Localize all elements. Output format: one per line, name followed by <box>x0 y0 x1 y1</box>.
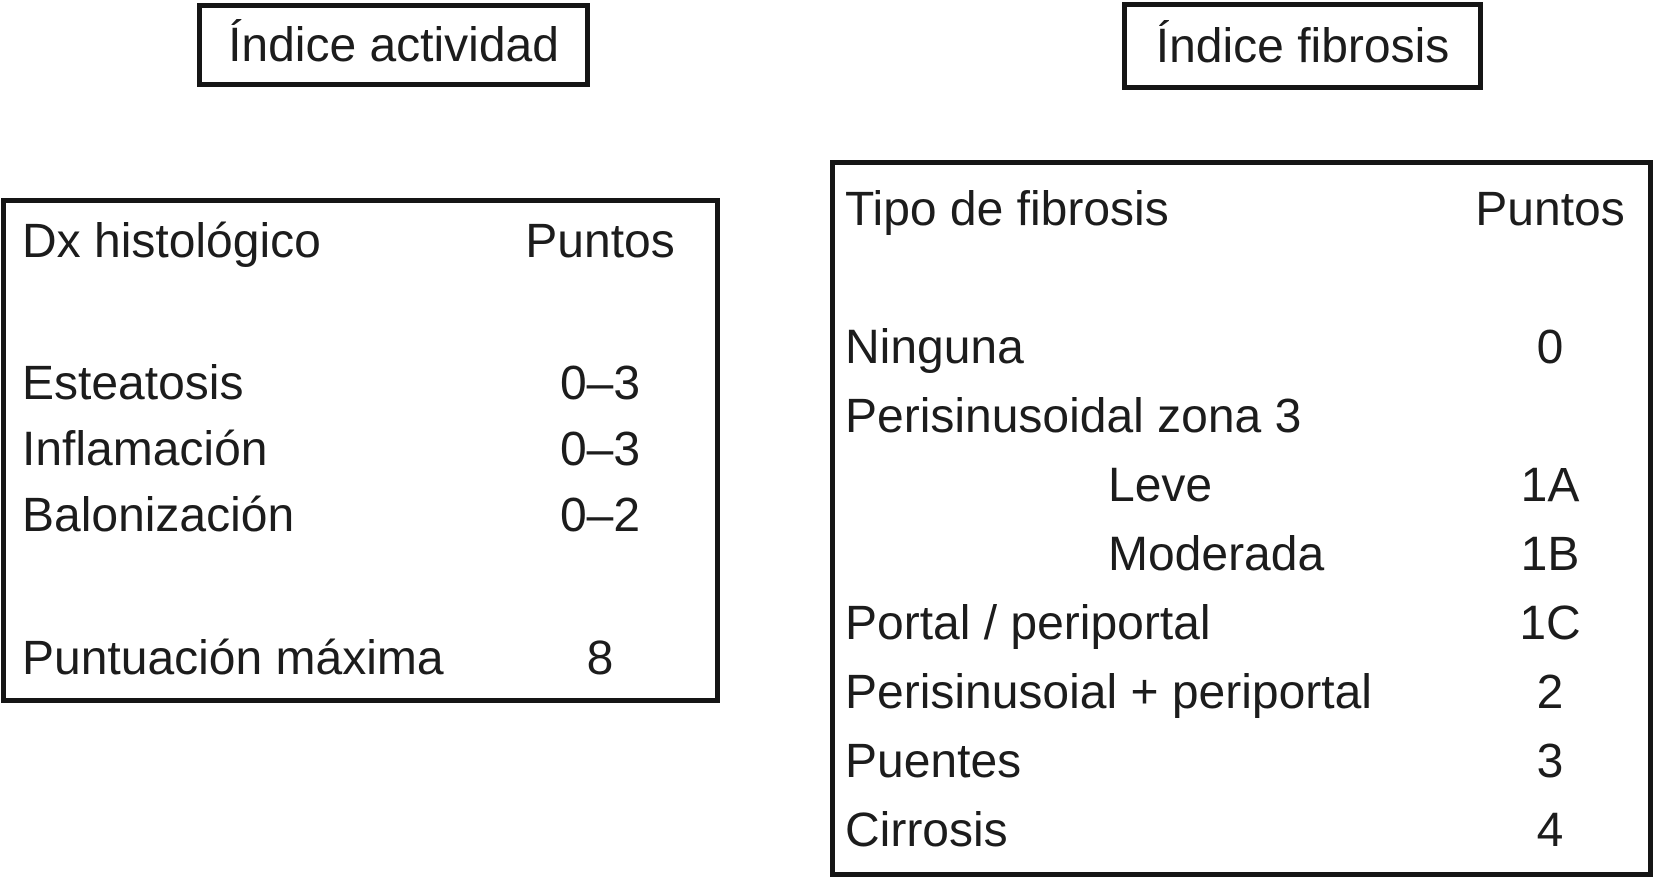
fibrosis-header-label: Tipo de fibrosis <box>845 183 1169 236</box>
activity-table: Dx histológico Puntos Esteatosis 0–3 Inf… <box>1 198 720 703</box>
row-value: 1C <box>1519 597 1581 650</box>
row-value: 0–3 <box>559 423 641 476</box>
row-value: 0–3 <box>559 357 641 410</box>
row-label: Perisinusoidal zona 3 <box>845 390 1302 443</box>
row-label: Balonización <box>22 489 295 542</box>
fibrosis-table-header-row: Tipo de fibrosis Puntos <box>835 175 1648 244</box>
row-value: 4 <box>1536 804 1564 857</box>
table-row: Moderada 1B <box>835 520 1648 589</box>
row-label: Inflamación <box>22 423 268 476</box>
table-row: Cirrosis 4 <box>835 796 1648 865</box>
row-value: 2 <box>1536 666 1564 719</box>
activity-title-box: Índice actividad <box>197 3 590 87</box>
table-row: Balonización 0–2 <box>6 483 715 549</box>
row-label: Puentes <box>845 735 1022 788</box>
fibrosis-header-points: Puntos <box>1475 183 1625 236</box>
row-label: Perisinusoial + periportal <box>845 666 1372 719</box>
activity-header-label: Dx histológico <box>22 215 321 268</box>
row-label: Ninguna <box>845 321 1024 374</box>
table-row: Puentes 3 <box>835 727 1648 796</box>
activity-table-header-row: Dx histológico Puntos <box>6 209 715 275</box>
row-value: 8 <box>586 632 614 685</box>
row-label: Puntuación máxima <box>22 632 444 685</box>
fibrosis-title: Índice fibrosis <box>1155 19 1450 73</box>
table-row: Esteatosis 0–3 <box>6 351 715 417</box>
fibrosis-table: Tipo de fibrosis Puntos Ninguna 0 Perisi… <box>830 160 1653 877</box>
row-value: 0 <box>1536 321 1564 374</box>
table-row: Portal / periportal 1C <box>835 589 1648 658</box>
activity-header-points: Puntos <box>525 215 675 268</box>
fibrosis-title-box: Índice fibrosis <box>1122 2 1483 90</box>
row-label: Cirrosis <box>845 804 1008 857</box>
activity-title: Índice actividad <box>228 18 559 72</box>
row-label: Moderada <box>1108 528 1325 581</box>
row-value: 1A <box>1520 459 1580 512</box>
table-row: Perisinusoidal zona 3 <box>835 382 1648 451</box>
row-value: 1B <box>1520 528 1580 581</box>
table-row: Inflamación 0–3 <box>6 417 715 483</box>
table-row: Leve 1A <box>835 451 1648 520</box>
row-value: 3 <box>1536 735 1564 788</box>
table-row: Perisinusoial + periportal 2 <box>835 658 1648 727</box>
activity-table-footer-row: Puntuación máxima 8 <box>6 626 715 692</box>
row-label: Portal / periportal <box>845 597 1211 650</box>
row-value: 0–2 <box>559 489 641 542</box>
row-label: Leve <box>1108 459 1213 512</box>
row-label: Esteatosis <box>22 357 244 410</box>
table-row: Ninguna 0 <box>835 313 1648 382</box>
